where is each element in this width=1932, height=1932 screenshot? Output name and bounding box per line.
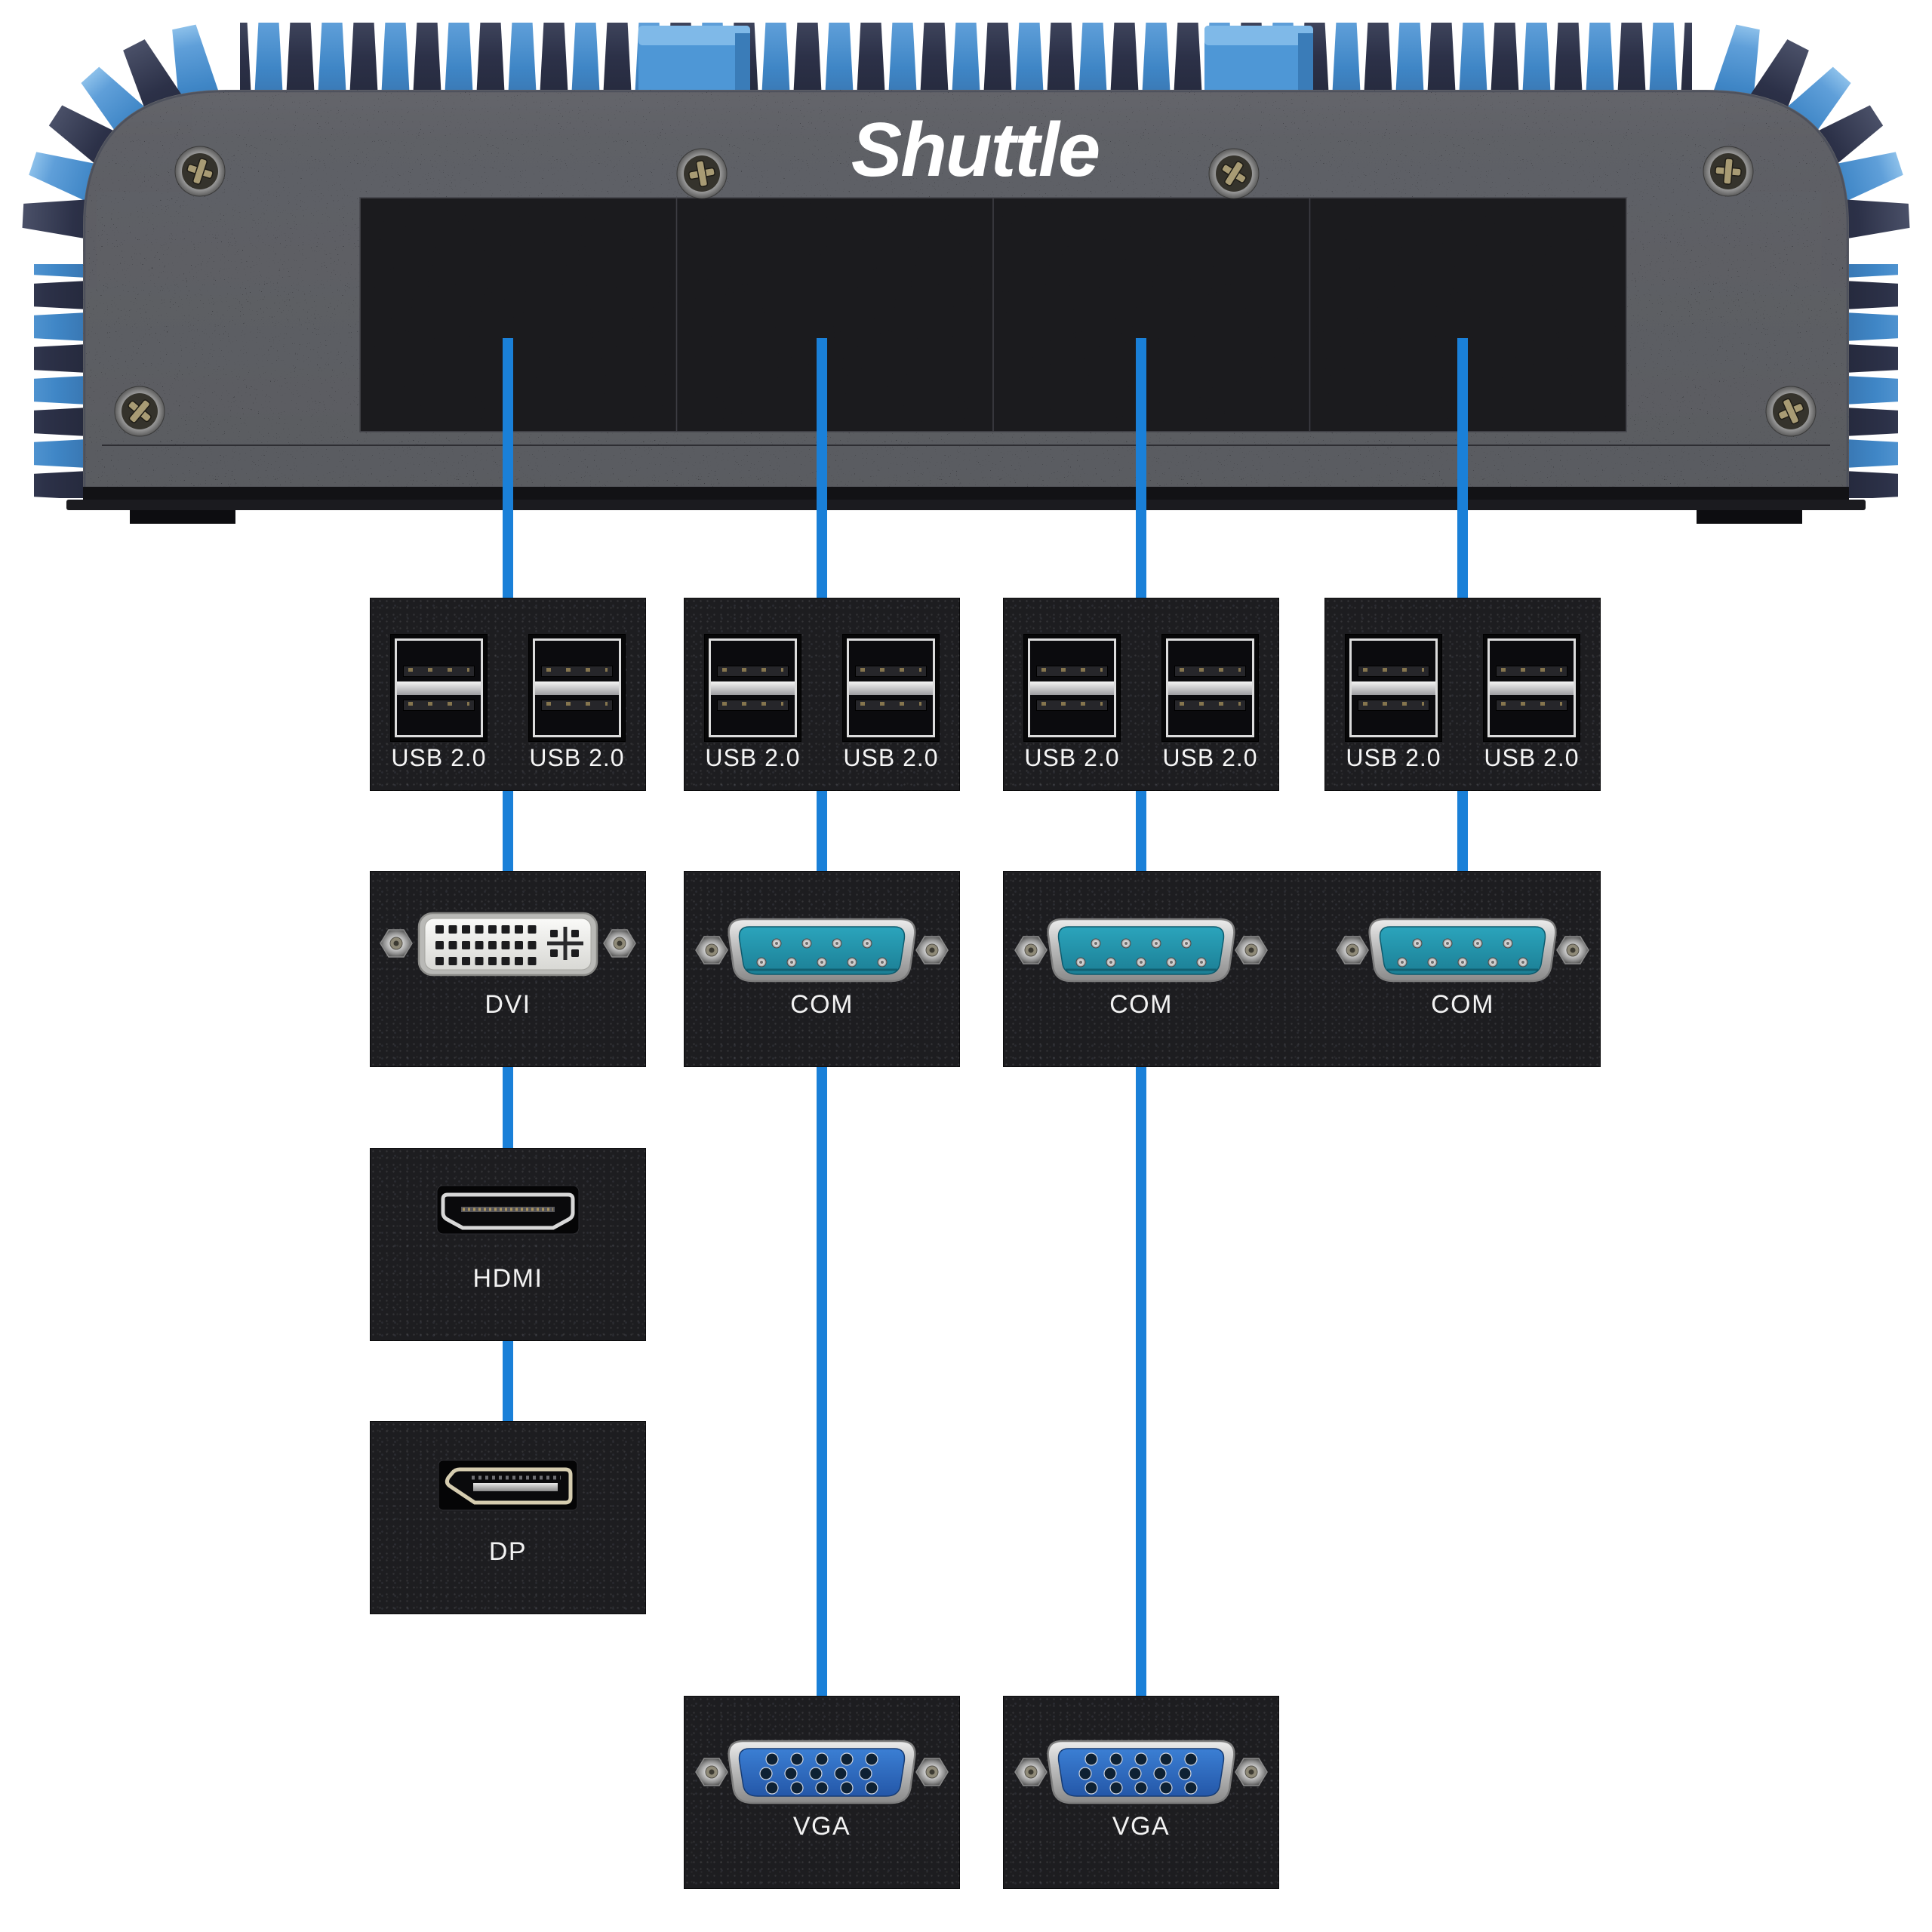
usb-label: USB 2.0	[1484, 744, 1580, 771]
connector-line-col2	[817, 537, 827, 1703]
shuttle-device-image: Shuttle	[21, 22, 1911, 537]
usb-label: USB 2.0	[529, 744, 625, 771]
usb-port-icon	[705, 635, 801, 741]
com-connector-icon	[1013, 901, 1269, 999]
heatsink-post	[1204, 26, 1313, 101]
usb-label: USB 2.0	[1162, 744, 1258, 771]
expansion-bays	[102, 197, 1830, 446]
usb-label: USB 2.0	[391, 744, 487, 771]
usb-label: USB 2.0	[705, 744, 801, 771]
vga-connector-icon	[694, 1723, 950, 1821]
connector-line-col3	[1136, 537, 1146, 1703]
usb-label: USB 2.0	[1024, 744, 1120, 771]
com-panel-wide: COM COM	[1003, 871, 1601, 1067]
dp-panel: DP	[370, 1421, 646, 1614]
usb-panel-3: USB 2.0 USB 2.0	[1003, 598, 1279, 791]
hdmi-label: HDMI	[472, 1264, 543, 1293]
usb-label: USB 2.0	[843, 744, 939, 771]
usb-port-icon	[1346, 635, 1441, 741]
vga-connector-icon	[1013, 1723, 1269, 1821]
connector-line-stubs	[503, 338, 1468, 537]
usb-port-icon	[1162, 635, 1258, 741]
chassis-screws	[114, 146, 1817, 437]
brand-logo: Shuttle	[851, 108, 1099, 192]
usb-port-icon	[1484, 635, 1580, 741]
hdmi-connector-icon	[436, 1185, 580, 1235]
com-connector-icon	[694, 901, 950, 999]
usb-label: USB 2.0	[1346, 744, 1441, 771]
vga-label: VGA	[792, 1812, 851, 1841]
usb-panel-1: USB 2.0 USB 2.0	[370, 598, 646, 791]
com-label: COM	[790, 990, 854, 1019]
usb-panel-4: USB 2.0 USB 2.0	[1324, 598, 1601, 791]
hdmi-panel: HDMI	[370, 1148, 646, 1341]
vga-panel-slot3: VGA	[1003, 1696, 1279, 1889]
com-connector-icon	[1334, 901, 1591, 999]
com-label: COM	[1109, 990, 1173, 1019]
usb-port-icon	[1024, 635, 1120, 741]
usb-panel-2: USB 2.0 USB 2.0	[684, 598, 960, 791]
dvi-connector-icon	[380, 912, 636, 977]
dp-label: DP	[488, 1537, 528, 1566]
chassis-base	[66, 487, 1866, 524]
vga-label: VGA	[1112, 1812, 1171, 1841]
dp-connector-icon	[438, 1460, 578, 1511]
com-panel-slot2: COM	[684, 871, 960, 1067]
usb-port-icon	[391, 635, 487, 741]
vga-panel-slot2: VGA	[684, 1696, 960, 1889]
dvi-label: DVI	[485, 990, 531, 1019]
heatsink-post	[638, 26, 750, 101]
dvi-panel: DVI	[370, 871, 646, 1067]
com-label: COM	[1431, 990, 1494, 1019]
usb-port-icon	[843, 635, 939, 741]
usb-port-icon	[529, 635, 625, 741]
